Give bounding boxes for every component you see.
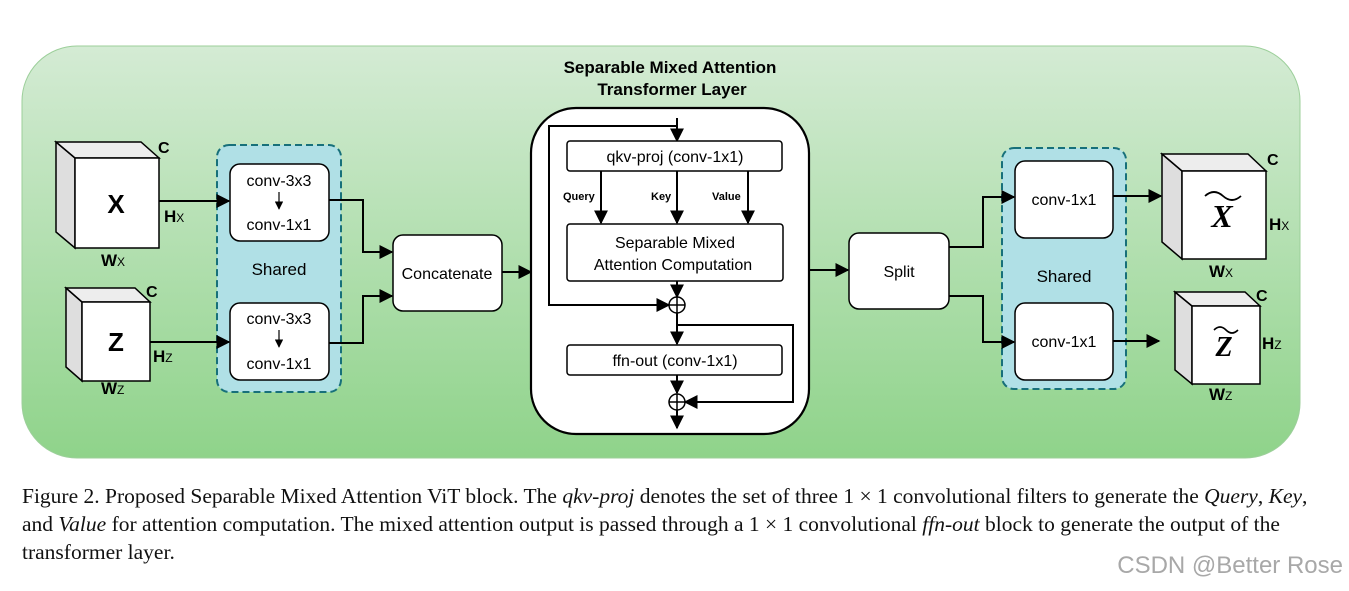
ffn-out-block <box>566 344 783 376</box>
sma-label-line2: Attention Computation <box>594 257 752 274</box>
output-x-cube: X C HX WX <box>1159 152 1289 281</box>
conv-1x1-top-label: conv-1x1 <box>247 217 312 234</box>
caption-text-4: , and <box>22 484 1308 536</box>
conv-1x1-bottom-right-label: conv-1x1 <box>1032 334 1097 351</box>
input-x-height-label: HX <box>164 207 184 226</box>
caption-italic-ffn-out: ffn-out <box>922 512 980 536</box>
figure-caption: Figure 2. Proposed Separable Mixed Atten… <box>22 482 1322 566</box>
arrow-split-to-conv-bottom <box>949 295 1016 349</box>
conv-1x1-bottom-label: conv-1x1 <box>247 356 312 373</box>
conv-3x3-bottom-label: conv-3x3 <box>247 311 312 328</box>
conv-1x1-top-right-label: conv-1x1 <box>1032 192 1097 209</box>
qkv-proj-label: qkv-proj (conv-1x1) <box>607 149 744 166</box>
output-z-letter: Z <box>1214 332 1232 363</box>
shared-label-right: Shared <box>1037 267 1092 286</box>
output-z-cube: Z C HZ WZ <box>1172 288 1282 404</box>
conv-3x3-top-label: conv-3x3 <box>247 173 312 190</box>
input-z-width-label: WZ <box>101 379 124 398</box>
arrow-conv-bottom-to-concat <box>329 289 394 344</box>
input-x-letter: X <box>107 189 125 219</box>
output-z-width-label: WZ <box>1209 385 1232 404</box>
caption-text-5: for attention computation. The mixed att… <box>106 512 923 536</box>
value-label: Value <box>712 191 741 203</box>
arrow-conv-top-to-concat <box>329 199 394 259</box>
arrow-split-to-conv-top <box>949 190 1016 248</box>
diagram-title-line1: Separable Mixed Attention <box>564 58 777 77</box>
split-label: Split <box>883 264 915 281</box>
input-z-height-label: HZ <box>153 347 173 366</box>
shared-label-left: Shared <box>252 260 307 279</box>
output-x-tilde <box>1204 191 1242 201</box>
caption-text-3: , <box>1257 484 1269 508</box>
concatenate-label: Concatenate <box>402 266 493 283</box>
output-z-height-label: HZ <box>1262 334 1282 353</box>
input-x-cube: X C HX WX <box>53 140 184 270</box>
query-label: Query <box>563 191 596 203</box>
split-block <box>848 232 950 310</box>
add-symbol-1 <box>668 296 686 314</box>
output-x-height-label: HX <box>1269 215 1289 234</box>
separable-mixed-attention-block <box>566 223 784 282</box>
input-x-width-label: WX <box>101 251 125 270</box>
residual-skip-line-2 <box>677 324 794 409</box>
output-x-letter: X <box>1210 198 1233 234</box>
caption-text-1: Figure 2. Proposed Separable Mixed Atten… <box>22 484 563 508</box>
diagram-title-line2: Transformer Layer <box>597 80 747 99</box>
output-z-channel-label: C <box>1256 288 1268 305</box>
input-z-channel-label: C <box>146 284 158 301</box>
caption-text-2: denotes the set of three 1 × 1 convoluti… <box>634 484 1205 508</box>
caption-italic-key: Key <box>1268 484 1303 508</box>
output-x-channel-label: C <box>1267 152 1279 169</box>
add-symbol-2 <box>668 393 686 411</box>
caption-italic-qkv-proj: qkv-proj <box>562 484 635 508</box>
caption-italic-query: Query <box>1204 484 1258 508</box>
output-x-width-label: WX <box>1209 262 1233 281</box>
input-z-cube: Z C HZ WZ <box>64 284 173 398</box>
qkv-proj-block <box>566 140 783 172</box>
watermark: CSDN @Better Rose <box>1117 552 1343 579</box>
input-x-channel-label: C <box>158 140 170 157</box>
key-label: Key <box>651 191 672 203</box>
input-z-letter: Z <box>108 327 124 357</box>
caption-italic-value: Value <box>58 512 107 536</box>
ffn-out-label: ffn-out (conv-1x1) <box>612 353 737 370</box>
residual-skip-line-1 <box>548 125 677 312</box>
sma-label-line1: Separable Mixed <box>615 235 735 252</box>
output-z-tilde <box>1213 326 1239 334</box>
caption-text-6: block to generate the output of the tran… <box>22 512 1280 564</box>
